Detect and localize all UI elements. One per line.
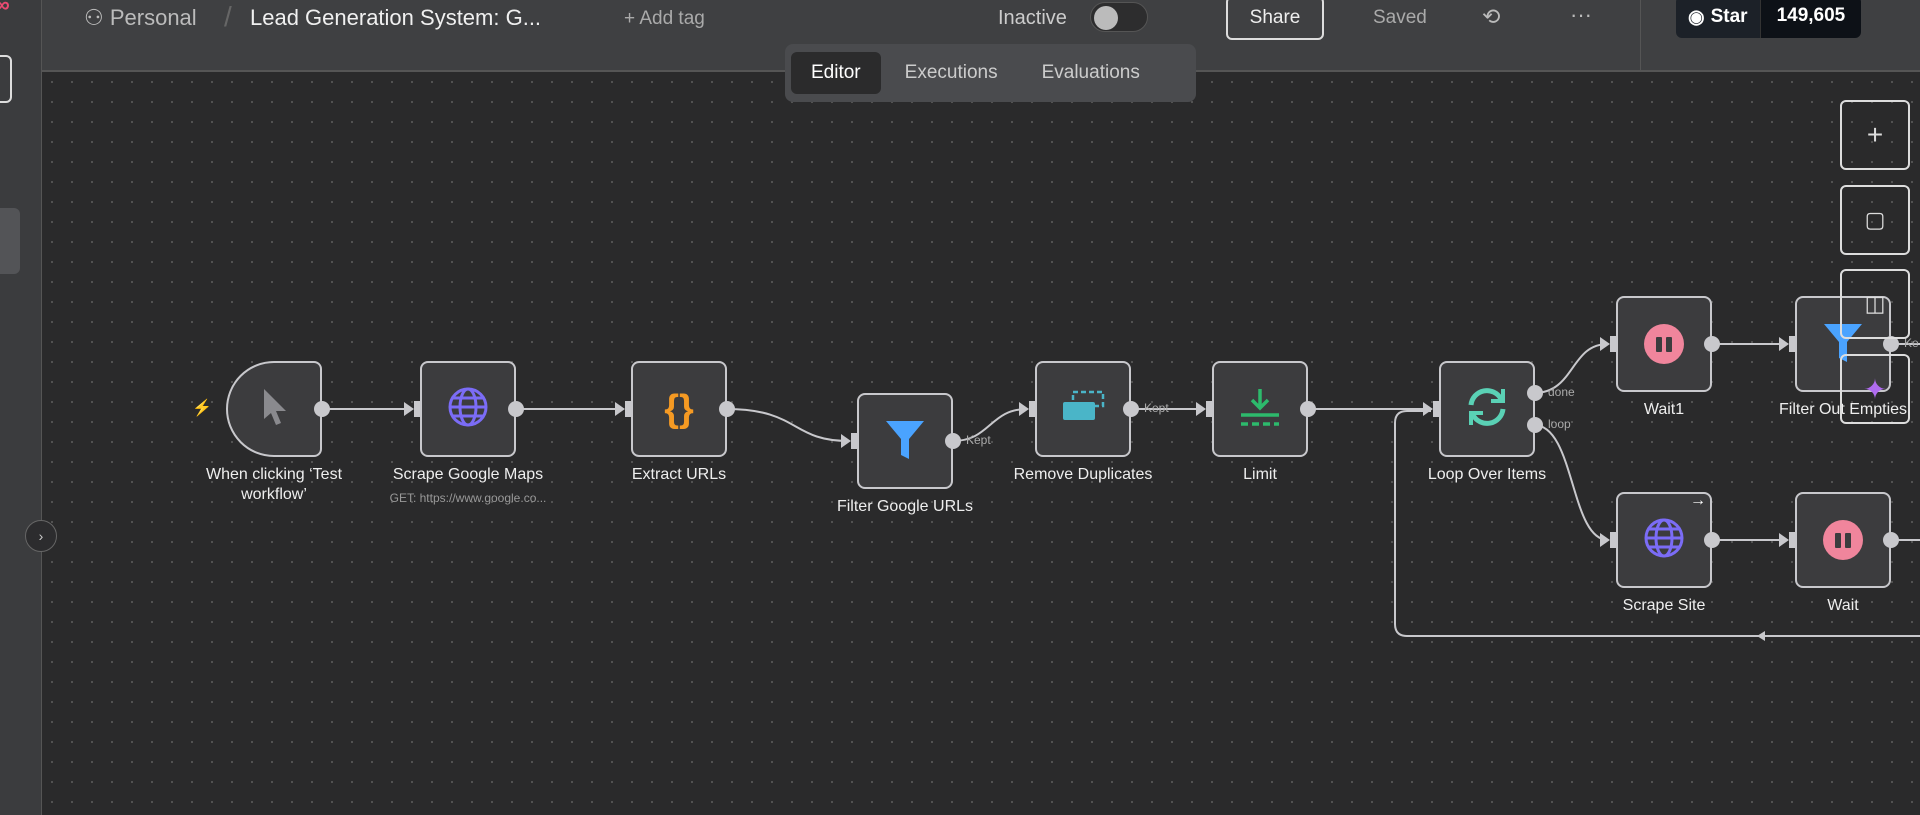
n8n-logo-icon[interactable]: ∞ [0, 0, 10, 17]
saved-status: Saved [1373, 7, 1427, 28]
output-handle[interactable] [1704, 532, 1720, 548]
breadcrumb-project[interactable]: ⚇ Personal [84, 5, 197, 31]
output-handle[interactable] [508, 401, 524, 417]
sticky-note-button[interactable]: ▢ [1840, 185, 1910, 255]
node-label: Filter Google URLs [836, 498, 974, 515]
edge-label: Ke [1904, 336, 1919, 350]
workflow-node[interactable] [226, 361, 322, 457]
workflow-node[interactable]: {} [631, 361, 727, 457]
node-label: When clicking ‘Test workflow’ [205, 466, 343, 503]
github-star-label: Star [1710, 6, 1748, 27]
github-icon: ◉ [1688, 6, 1705, 28]
output-handle[interactable] [1123, 401, 1139, 417]
input-handle[interactable] [1789, 336, 1797, 352]
input-handle[interactable] [1433, 401, 1441, 417]
dedupe-icon [1061, 390, 1105, 429]
add-node-button[interactable]: + [1840, 100, 1910, 170]
output-handle[interactable] [719, 401, 735, 417]
sidebar-add-button[interactable] [0, 55, 12, 103]
node-label: Filter Out Empties [1778, 401, 1908, 418]
loop-icon [1465, 385, 1509, 434]
output-handle[interactable] [1883, 532, 1899, 548]
tab-evaluations[interactable]: Evaluations [1041, 62, 1140, 83]
github-star-button[interactable]: ◉Star 149,605 [1676, 0, 1862, 38]
workflow-node[interactable] [1035, 361, 1131, 457]
user-icon: ⚇ [84, 5, 110, 30]
globe-icon [446, 385, 490, 434]
node-label: Scrape Google Maps [392, 466, 544, 483]
edge-label: Kept [966, 433, 991, 447]
output-handle[interactable] [1300, 401, 1316, 417]
note-icon: ▢ [1864, 207, 1886, 232]
expand-sidebar-button[interactable]: › [25, 520, 57, 552]
cursor-icon [254, 385, 294, 434]
sidebar-item-active[interactable] [0, 208, 20, 274]
node-label: Scrape Site [1622, 597, 1706, 614]
arrow-right-icon: → [1690, 492, 1706, 509]
output-handle[interactable] [1883, 336, 1899, 352]
node-subtitle: GET: https://www.google.co... [389, 491, 547, 505]
workflow-node[interactable] [420, 361, 516, 457]
pause-icon [1823, 520, 1863, 560]
filter-icon [1822, 320, 1864, 369]
panel-icon: ◫ [1864, 291, 1886, 316]
breadcrumb-separator: / [224, 1, 232, 32]
trigger-bolt-icon: ⚡ [192, 400, 212, 417]
history-icon[interactable]: ⟲ [1482, 4, 1501, 29]
input-handle[interactable] [1029, 401, 1037, 417]
header-divider [1640, 0, 1641, 72]
workflow-node[interactable] [1795, 296, 1891, 392]
github-star-count: 149,605 [1759, 0, 1862, 38]
node-label: Remove Duplicates [1013, 466, 1153, 483]
share-button[interactable]: Share [1226, 0, 1324, 40]
workflow-node[interactable] [1616, 492, 1712, 588]
workflow-title[interactable]: Lead Generation System: G... [250, 5, 542, 30]
edge-label: done [1548, 385, 1575, 399]
ai-assistant-button[interactable]: ✦ [1840, 354, 1910, 424]
node-label: Wait1 [1643, 401, 1685, 418]
input-handle[interactable] [851, 433, 859, 449]
node-label: Wait [1827, 597, 1859, 614]
edge-label: loop [1548, 417, 1571, 431]
tab-editor[interactable]: Editor [791, 52, 881, 94]
node-label: Limit [1243, 466, 1277, 483]
filter-icon [884, 417, 926, 466]
input-handle[interactable] [414, 401, 422, 417]
workflow-node[interactable] [857, 393, 953, 489]
workflow-node[interactable] [1795, 492, 1891, 588]
workflow-node[interactable] [1439, 361, 1535, 457]
node-label: Extract URLs [631, 466, 727, 483]
more-options-icon[interactable]: ··· [1570, 2, 1592, 27]
input-handle[interactable] [1789, 532, 1797, 548]
globe-icon [1642, 516, 1686, 565]
view-tabs: Editor Executions Evaluations [785, 44, 1196, 102]
input-handle[interactable] [1206, 401, 1214, 417]
output-handle[interactable] [1704, 336, 1720, 352]
node-label: Loop Over Items [1427, 466, 1547, 483]
output-handle[interactable] [314, 401, 330, 417]
workflow-node[interactable] [1616, 296, 1712, 392]
active-toggle[interactable] [1090, 2, 1148, 32]
toggle-panel-button[interactable]: ◫ [1840, 269, 1910, 339]
project-name: Personal [109, 5, 197, 30]
output-handle[interactable] [945, 433, 961, 449]
add-tag-button[interactable]: + Add tag [624, 8, 705, 29]
output-handle[interactable] [1527, 385, 1543, 401]
input-handle[interactable] [1610, 532, 1618, 548]
sidebar: ∞ [0, 0, 42, 815]
header: ⚇ Personal / Lead Generation System: G..… [42, 0, 1920, 72]
limit-icon [1238, 387, 1282, 432]
pause-icon [1644, 324, 1684, 364]
input-handle[interactable] [1610, 336, 1618, 352]
active-status-label: Inactive [998, 7, 1067, 29]
braces-icon: {} [664, 387, 694, 430]
input-handle[interactable] [625, 401, 633, 417]
output-handle[interactable] [1527, 417, 1543, 433]
tab-executions[interactable]: Executions [904, 62, 998, 83]
edge-label: Kept [1144, 401, 1169, 415]
sparkle-icon: ✦ [1863, 373, 1887, 405]
workflow-node[interactable] [1212, 361, 1308, 457]
